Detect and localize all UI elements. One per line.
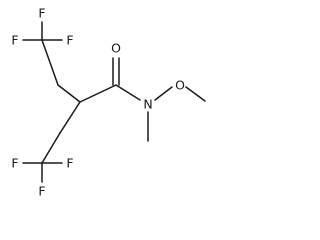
bond-n-to-o <box>154 86 173 101</box>
atom-label-f: F <box>38 6 45 21</box>
bond-ch-to-carbonyl <box>79 84 117 103</box>
atom-label-f: F <box>38 184 45 199</box>
atom-label-f: F <box>11 33 18 48</box>
atom-label-nitrogen: N <box>143 97 152 112</box>
bond-ch-to-ch2-bottom <box>59 101 81 134</box>
bond-cf3-top-to-ch2 <box>41 39 59 86</box>
atom-label-f: F <box>66 156 73 171</box>
atom-label-f: F <box>66 33 73 48</box>
bond-o-to-methyl <box>185 86 206 102</box>
bond-ch2-bottom-to-cf3 <box>41 132 61 164</box>
bond-ch2-top-to-ch <box>57 84 81 103</box>
atom-label-carbonyl-oxygen: O <box>111 41 121 56</box>
bond-carbonyl-to-n <box>115 84 141 101</box>
atom-label-methoxy-oxygen: O <box>175 78 185 93</box>
chemical-structure: F F F F F F O N O <box>11 6 206 199</box>
atom-label-f: F <box>11 156 18 171</box>
